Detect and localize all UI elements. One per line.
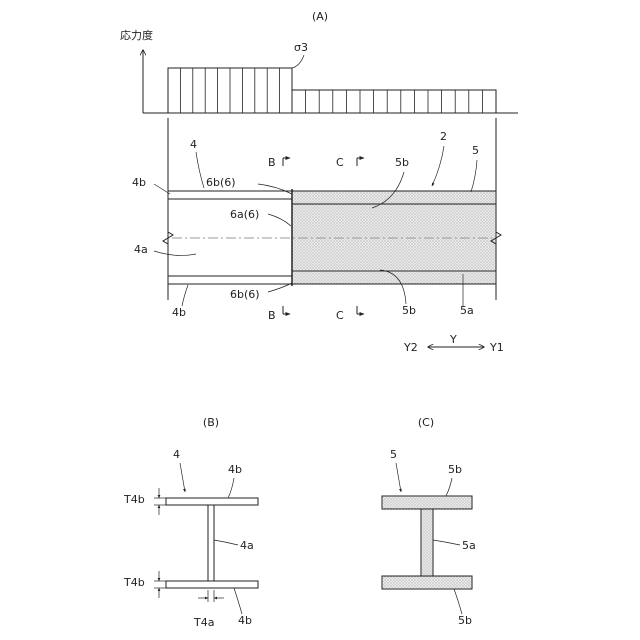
direction-indicator: Y Y2 Y1	[403, 333, 504, 354]
ref-4: 4	[190, 138, 197, 151]
section-b-top-flange	[166, 498, 258, 505]
ref-5: 5	[472, 144, 479, 157]
section-b-web	[208, 505, 214, 581]
section-c-bottom-flange	[382, 576, 472, 589]
flange-4b-bottom	[168, 276, 292, 284]
section-b-member-leader	[180, 463, 185, 492]
direction-y-label: Y	[449, 333, 457, 346]
leader-6a	[268, 214, 291, 226]
flange-4b-top	[168, 191, 292, 199]
section-b-t-top-label: T4b	[123, 493, 145, 506]
section-c-bottom-flange-label: 5b	[458, 614, 472, 627]
leader-2	[432, 146, 444, 186]
break-line-left	[163, 191, 173, 284]
ref-5b-top: 5b	[395, 156, 409, 169]
panel-b-label: (B)	[203, 416, 219, 429]
section-b-bottom-flange-label: 4b	[238, 614, 252, 627]
member-5-body	[292, 191, 496, 284]
section-b-member-label: 4	[173, 448, 180, 461]
section-c-web	[421, 509, 433, 576]
ref-4a: 4a	[134, 243, 148, 256]
section-c-member-label: 5	[390, 448, 397, 461]
section-c-bottom-label: C	[336, 309, 344, 322]
section-c-web-label: 5a	[462, 539, 476, 552]
section-c-member-leader	[396, 463, 401, 492]
beam-elevation	[163, 189, 501, 286]
section-b-top-flange-leader	[228, 478, 234, 498]
leader-4a	[154, 251, 196, 255]
stress-axis-label: 応力度	[120, 28, 153, 42]
ref-5a: 5a	[460, 304, 474, 317]
direction-y2-label: Y2	[403, 341, 418, 354]
section-b-bottom-flange	[166, 581, 258, 588]
section-c-top-flange-leader	[446, 478, 452, 496]
direction-y1-label: Y1	[489, 341, 504, 354]
panel-c-label: (C)	[418, 416, 434, 429]
leader-4	[196, 152, 204, 188]
ref-2: 2	[440, 130, 447, 143]
section-b-web-leader	[214, 540, 238, 545]
section-c-web-leader	[433, 540, 460, 545]
leader-4b-bottom	[182, 285, 188, 306]
section-b-top-label: B	[268, 156, 276, 169]
ref-6b-top: 6b(6)	[206, 176, 236, 189]
panel-a-label: (A)	[312, 10, 328, 23]
section-b-top-flange-label: 4b	[228, 463, 242, 476]
section-mark-b: B B	[268, 156, 290, 322]
section-c-bottom-flange-leader	[454, 589, 462, 614]
section-c-view: 5 5b 5a 5b	[382, 448, 476, 627]
section-c-top-flange-label: 5b	[448, 463, 462, 476]
ref-6a: 6a(6)	[230, 208, 259, 221]
section-c-top-flange	[382, 496, 472, 509]
ref-6b-bottom: 6b(6)	[230, 288, 260, 301]
sigma-label: σ3	[294, 41, 308, 54]
leader-5	[471, 160, 477, 192]
section-b-t-web-label: T4a	[193, 616, 214, 629]
sigma-leader	[292, 55, 304, 68]
stress-distribution: 応力度 σ3	[120, 28, 518, 113]
ref-4b-bottom: 4b	[172, 306, 186, 319]
section-c-top-label: C	[336, 156, 344, 169]
ref-5b-bottom: 5b	[402, 304, 416, 317]
stress-block-low	[292, 90, 496, 113]
section-b-web-label: 4a	[240, 539, 254, 552]
section-b-t-bottom-label: T4b	[123, 576, 145, 589]
section-b-view: 4 4b 4a 4b T4b T4b T4a	[123, 448, 258, 629]
section-b-bottom-label: B	[268, 309, 276, 322]
ref-4b-top: 4b	[132, 176, 146, 189]
section-b-bottom-flange-leader	[234, 588, 242, 614]
